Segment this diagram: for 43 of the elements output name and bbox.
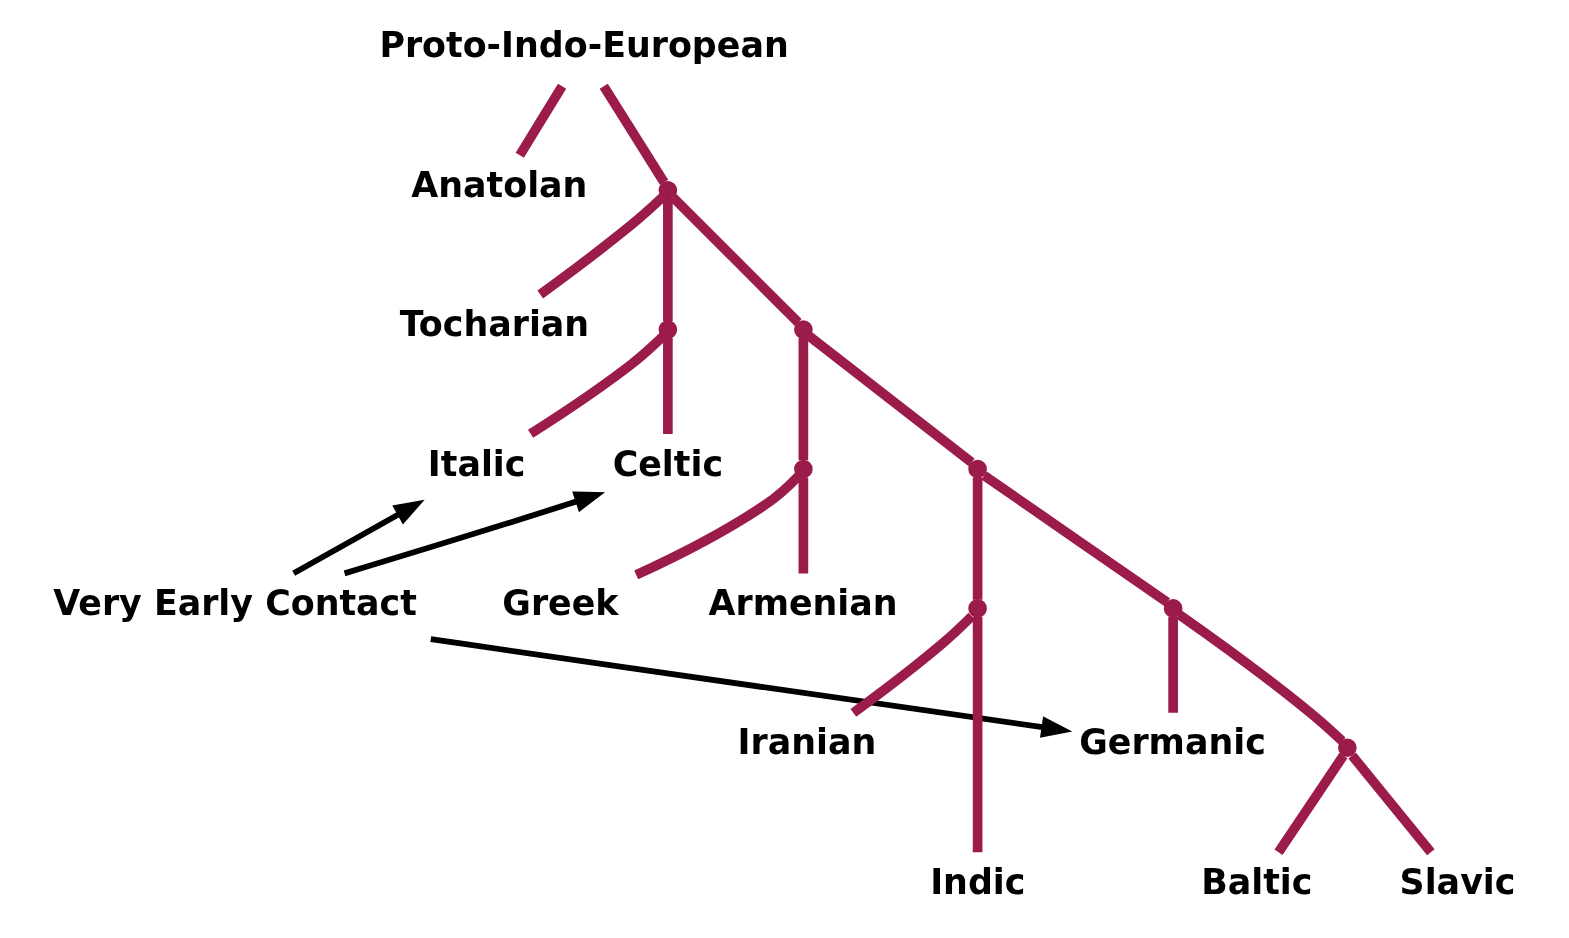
node-point (794, 320, 813, 339)
node-text: Iranian (737, 722, 877, 763)
connector (1168, 616, 1178, 713)
connector (981, 471, 1170, 607)
connector (515, 83, 567, 158)
connector (537, 193, 667, 299)
connector (972, 477, 983, 600)
node-text: Slavic (1399, 861, 1516, 902)
node-point (968, 599, 987, 618)
connector (1348, 752, 1435, 856)
node-text: Proto-Indo-European (379, 25, 789, 66)
node-point (658, 180, 678, 200)
connector (798, 338, 809, 461)
node-text: Greek (502, 582, 619, 623)
node-text: Tocharian (399, 304, 590, 345)
connector (527, 333, 667, 438)
node-text: Armenian (708, 582, 898, 623)
connector (972, 617, 983, 853)
connector (806, 332, 975, 467)
connector (634, 472, 802, 580)
arrow (430, 636, 1073, 738)
node-text: Germanic (1079, 722, 1266, 763)
connector (663, 198, 673, 321)
node-text: Celtic (612, 443, 724, 484)
node-point (968, 459, 987, 479)
node-point (658, 320, 678, 339)
connector (1176, 610, 1346, 745)
node-text: Very Early Contact (53, 582, 417, 623)
connector (663, 338, 673, 434)
node-text: Anatolan (411, 164, 588, 205)
connector (599, 83, 669, 185)
connector (1274, 752, 1348, 855)
arrow (292, 499, 425, 576)
connector (850, 612, 976, 717)
arrow (343, 491, 606, 577)
node-point (794, 459, 813, 479)
connector (798, 477, 809, 574)
node-text: Indic (930, 861, 1026, 902)
node-point (1163, 599, 1183, 618)
node-text: Italic (427, 443, 526, 484)
node-point (1338, 738, 1357, 758)
connector (669, 193, 802, 326)
node-text: Baltic (1201, 861, 1313, 902)
